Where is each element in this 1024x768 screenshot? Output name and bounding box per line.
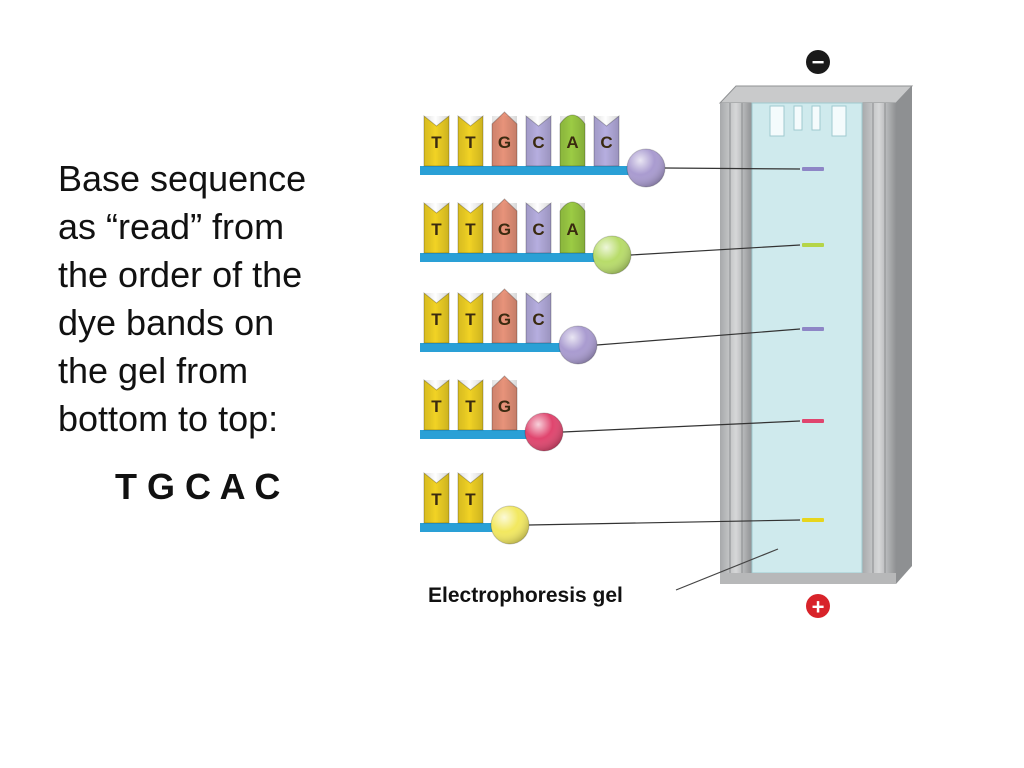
nucleotide-letter: G: [498, 310, 511, 329]
nucleotide-letter: C: [600, 133, 612, 152]
gel-slab: [751, 102, 863, 574]
nucleotide-letter: T: [431, 133, 442, 152]
dye-marker: [592, 235, 632, 275]
nucleotide-T: T: [423, 471, 450, 524]
gel-band: [802, 243, 824, 247]
band-connector: [562, 420, 801, 433]
nucleotide-letter: T: [431, 397, 442, 416]
nucleotide-T: T: [457, 378, 484, 431]
band-connector: [630, 244, 801, 256]
nucleotide-letter: G: [498, 397, 511, 416]
gel-band: [802, 327, 824, 331]
caption-line: dye bands on: [58, 302, 275, 343]
dye-marker: [524, 412, 564, 452]
gel-label: Electrophoresis gel: [428, 584, 623, 607]
band-connector: [528, 519, 801, 526]
caption-line: the gel from: [58, 350, 249, 391]
gel-band: [802, 167, 824, 171]
nucleotide-A: A: [559, 114, 586, 167]
nucleotide-C: C: [525, 201, 552, 254]
nucleotide-T: T: [423, 114, 450, 167]
nucleotide-letter: T: [465, 310, 476, 329]
nucleotide-T: T: [457, 471, 484, 524]
nucleotide-T: T: [457, 291, 484, 344]
nucleotide-letter: C: [532, 310, 544, 329]
caption-text: Base sequence as “read” from the order o…: [58, 155, 358, 443]
nucleotide-C: C: [525, 114, 552, 167]
nucleotide-T: T: [457, 201, 484, 254]
dna-backbone: [420, 343, 570, 352]
gel-apparatus: [718, 85, 914, 584]
nucleotide-letter: C: [532, 133, 544, 152]
dye-marker: [558, 325, 598, 365]
band-connector: [664, 167, 801, 170]
nucleotide-T: T: [423, 201, 450, 254]
caption-line: the order of the: [58, 254, 303, 295]
nucleotide-C: C: [593, 114, 620, 167]
nucleotide-letter: G: [498, 220, 511, 239]
svg-text:+: +: [812, 595, 825, 620]
nucleotide-letter: T: [431, 220, 442, 239]
positive-electrode-icon: +: [806, 594, 830, 620]
nucleotide-A: A: [559, 201, 586, 254]
dye-marker: [626, 148, 666, 188]
nucleotide-T: T: [423, 291, 450, 344]
negative-electrode-icon: −: [806, 50, 830, 75]
nucleotide-letter: T: [465, 490, 476, 509]
nucleotide-G: G: [491, 288, 518, 344]
caption-line: bottom to top:: [58, 398, 279, 439]
dna-backbone: [420, 430, 536, 439]
nucleotide-letter: C: [532, 220, 544, 239]
nucleotide-letter: T: [465, 220, 476, 239]
band-connector: [596, 328, 801, 346]
gel-wells: [769, 105, 847, 137]
nucleotide-letter: G: [498, 133, 511, 152]
nucleotide-T: T: [457, 114, 484, 167]
nucleotide-T: T: [423, 378, 450, 431]
caption-line: Base sequence: [58, 158, 307, 199]
nucleotide-letter: A: [566, 220, 578, 239]
dna-backbone: [420, 523, 502, 532]
nucleotide-letter: A: [566, 133, 578, 152]
nucleotide-G: G: [491, 198, 518, 254]
nucleotide-letter: T: [431, 490, 442, 509]
nucleotide-G: G: [491, 111, 518, 167]
nucleotide-letter: T: [465, 397, 476, 416]
gel-label-pointer: [675, 548, 779, 591]
gel-band: [802, 518, 824, 522]
nucleotide-letter: T: [431, 310, 442, 329]
dna-backbone: [420, 253, 604, 262]
gel-band: [802, 419, 824, 423]
caption-line: as “read” from: [58, 206, 285, 247]
read-sequence: T G C A C: [115, 466, 281, 507]
dye-marker: [490, 505, 530, 545]
nucleotide-C: C: [525, 291, 552, 344]
nucleotide-G: G: [491, 375, 518, 431]
dna-backbone: [420, 166, 638, 175]
nucleotide-letter: T: [465, 133, 476, 152]
svg-text:−: −: [812, 50, 825, 75]
